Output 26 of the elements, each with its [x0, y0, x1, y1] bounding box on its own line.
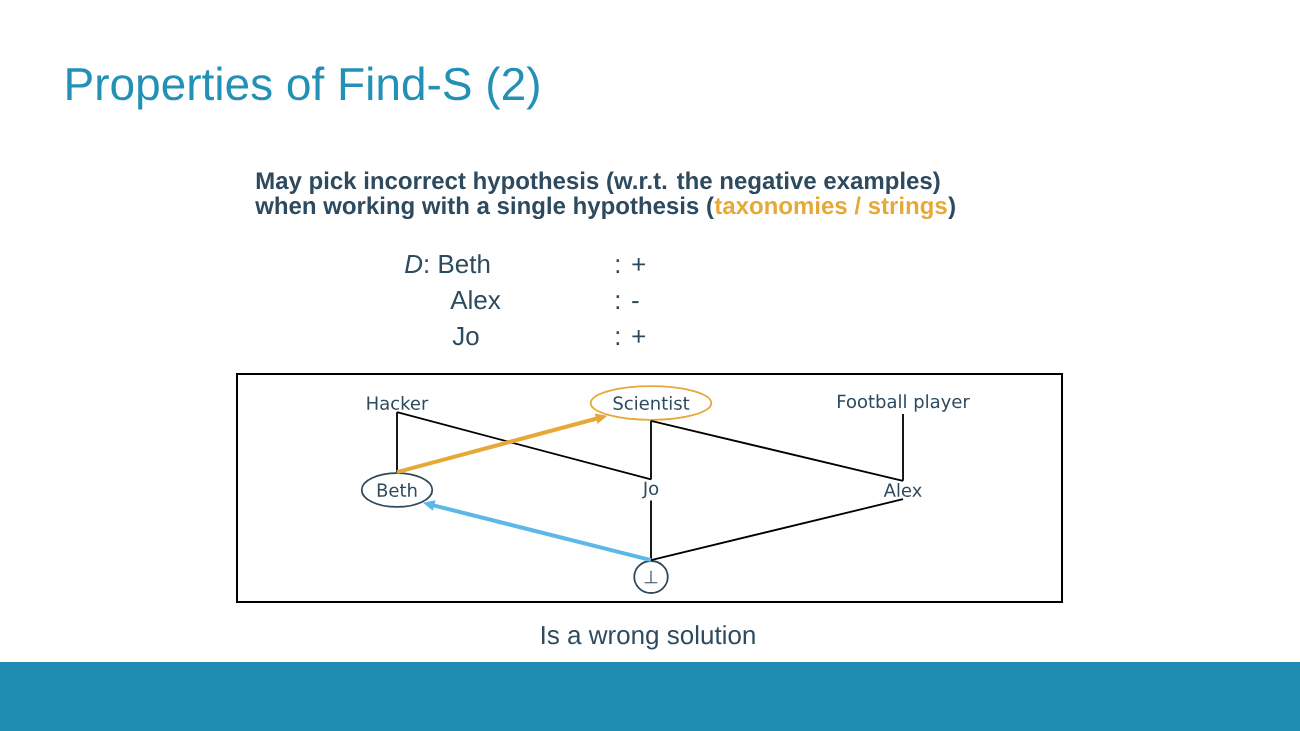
node-label: Alex — [883, 483, 922, 497]
connector-line — [650, 419, 904, 482]
node-label: Jo — [641, 481, 659, 499]
node-label: Football player — [838, 394, 970, 412]
caption-text: Is a wrong solution — [542, 625, 755, 650]
data-entry: Jo — [452, 327, 479, 346]
connector-line — [396, 411, 652, 481]
data-entry: : + — [616, 330, 645, 345]
highlighted-text: taxonomies / strings — [714, 196, 947, 220]
body-text: when working with a single hypothesis ( — [255, 196, 714, 220]
data-entry: Alex — [450, 290, 501, 310]
node-label: Hacker — [367, 396, 429, 410]
slide-title: Properties of Find-S (2) — [67, 66, 539, 110]
body-text: ) — [948, 196, 955, 219]
connector-line — [396, 411, 398, 474]
data-entry: : - — [616, 295, 639, 309]
data-entry: : + — [616, 258, 645, 273]
circled-node: Beth — [360, 472, 434, 508]
data-entry: D: Beth — [405, 254, 490, 274]
body-text: May pick incorrect hypothesis (w.r.t. the negative examples) — [256, 171, 940, 195]
connector-line — [650, 419, 652, 481]
connector-line — [650, 499, 652, 561]
connector-line — [902, 413, 904, 482]
circled-node: Scientist — [589, 385, 713, 421]
connector-line — [650, 498, 904, 561]
circled-node: ⊥ — [633, 560, 669, 594]
